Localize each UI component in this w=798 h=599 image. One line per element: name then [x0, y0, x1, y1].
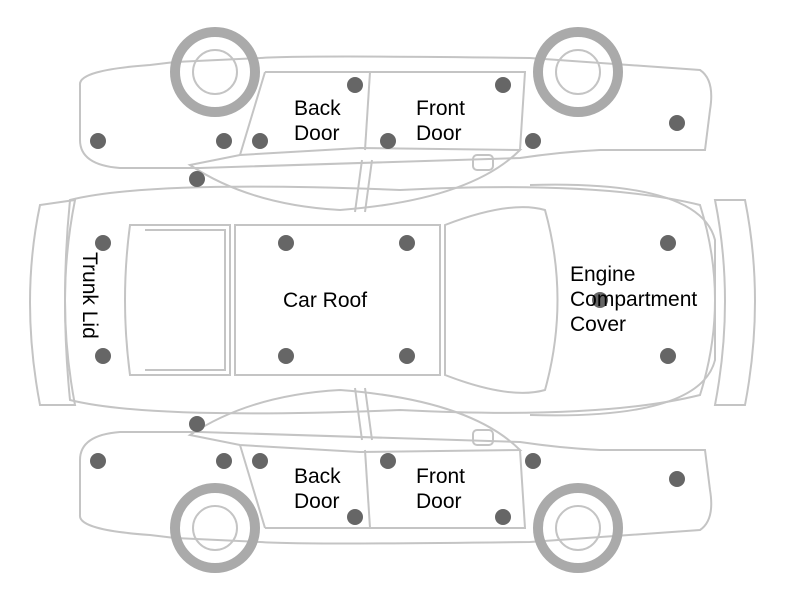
- inspection-point-marker[interactable]: [399, 235, 415, 251]
- engine-cover-label: Engine Compartment Cover: [570, 263, 698, 336]
- inspection-point-marker[interactable]: [525, 453, 541, 469]
- inspection-point-marker[interactable]: [669, 115, 685, 131]
- inspection-point-marker[interactable]: [669, 471, 685, 487]
- inspection-point-marker[interactable]: [525, 133, 541, 149]
- inspection-point-marker[interactable]: [278, 348, 294, 364]
- car-roof-label: Car Roof: [283, 289, 368, 312]
- top-side-view: [79, 27, 713, 213]
- wheel-icon: [170, 27, 260, 117]
- inspection-point-marker[interactable]: [216, 453, 232, 469]
- inspection-point-marker[interactable]: [380, 133, 396, 149]
- bottom-front-door-label: Front Door: [416, 465, 466, 513]
- bottom-back-door-label: Back Door: [294, 465, 341, 513]
- inspection-point-marker[interactable]: [347, 509, 363, 525]
- wheel-icon: [533, 27, 623, 117]
- inspection-point-marker[interactable]: [660, 235, 676, 251]
- inspection-point-marker[interactable]: [90, 453, 106, 469]
- inspection-point-marker[interactable]: [216, 133, 232, 149]
- inspection-point-marker[interactable]: [399, 348, 415, 364]
- inspection-point-marker[interactable]: [380, 453, 396, 469]
- inspection-point-marker[interactable]: [189, 416, 205, 432]
- inspection-point-marker[interactable]: [660, 348, 676, 364]
- inspection-point-marker[interactable]: [252, 453, 268, 469]
- top-view: [29, 183, 756, 417]
- inspection-point-marker[interactable]: [347, 77, 363, 93]
- inspection-point-marker[interactable]: [95, 348, 111, 364]
- wheel-icon: [533, 483, 623, 573]
- inspection-point-marker[interactable]: [95, 235, 111, 251]
- inspection-point-marker[interactable]: [90, 133, 106, 149]
- bottom-side-view: [79, 387, 713, 573]
- top-back-door-label: Back Door: [294, 97, 341, 145]
- inspection-point-marker[interactable]: [592, 292, 608, 308]
- inspection-point-marker[interactable]: [252, 133, 268, 149]
- trunk-lid-label: Trunk Lid: [78, 252, 101, 339]
- inspection-point-marker[interactable]: [495, 509, 511, 525]
- top-front-door-label: Front Door: [416, 97, 466, 145]
- inspection-point-marker[interactable]: [495, 77, 511, 93]
- wheel-icon: [170, 483, 260, 573]
- inspection-point-marker[interactable]: [278, 235, 294, 251]
- inspection-point-marker[interactable]: [189, 171, 205, 187]
